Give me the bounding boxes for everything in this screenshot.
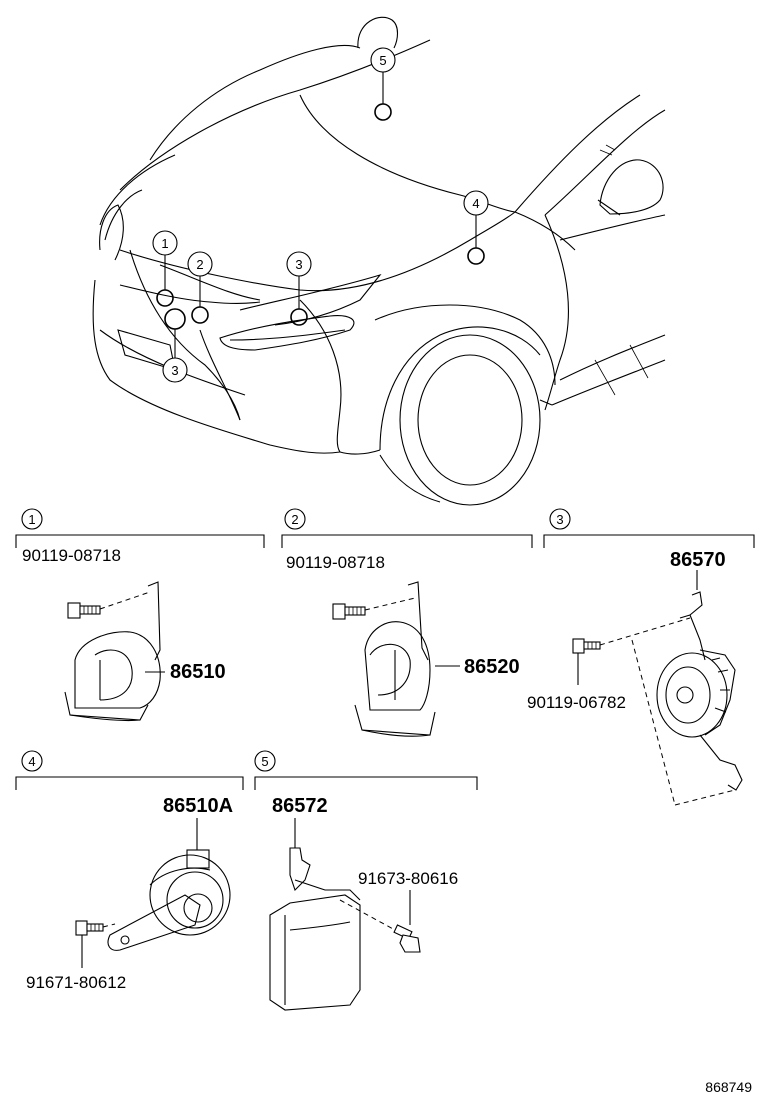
siren-module-icon [269,847,361,1011]
section-3: 3 86570 90119-06782 [527,508,755,806]
section-1: 1 90119-08718 86510 [15,508,265,722]
svg-text:2: 2 [196,257,203,272]
svg-text:4: 4 [472,196,479,211]
bolt-icon [332,597,416,620]
bolt-icon [339,899,421,953]
svg-text:3: 3 [295,257,302,272]
section-2-part-number[interactable]: 86520 [464,656,520,678]
section-1-part-number[interactable]: 86510 [170,661,226,683]
section-4-part-number[interactable]: 86510A [163,795,233,817]
section-5-index: 5 [261,754,268,769]
car-callout-3a[interactable]: 3 [286,251,312,326]
svg-text:1: 1 [161,236,168,251]
horn-icon [656,591,743,791]
section-5-part-number[interactable]: 86572 [272,795,328,817]
section-1-bolt-number[interactable]: 90119-08718 [22,546,121,565]
car-callout-5[interactable]: 5 [370,47,396,121]
bolt-icon [75,920,116,968]
horn-icon [107,849,231,951]
svg-text:3: 3 [171,363,178,378]
car-front-illustration [92,16,666,506]
horn-icon [354,621,436,737]
section-3-part-number[interactable]: 86570 [670,549,726,571]
section-1-index: 1 [28,512,35,527]
car-callout-3b[interactable]: 3 [162,308,188,383]
section-4: 4 86510A 91671-80612 [15,750,244,992]
car-callout-4[interactable]: 4 [463,190,489,265]
section-5: 5 86572 91673-80616 [254,750,478,1011]
section-2: 2 90119-08718 86520 [281,508,533,737]
section-4-index: 4 [28,754,35,769]
section-3-bolt-number[interactable]: 90119-06782 [527,693,626,712]
svg-text:5: 5 [379,53,386,68]
section-5-bolt-number[interactable]: 91673-80616 [358,869,458,888]
section-4-bolt-number[interactable]: 91671-80612 [26,973,126,992]
section-2-bolt-number[interactable]: 90119-08718 [286,553,385,572]
car-callouts: 1 2 3 3 4 [152,47,489,383]
bolt-icon [67,591,151,619]
diagram-id: 868749 [705,1079,752,1095]
car-callout-1[interactable]: 1 [152,230,178,307]
horn-icon [64,631,161,722]
section-3-index: 3 [556,512,563,527]
bolt-icon [572,617,691,685]
car-callout-2[interactable]: 2 [187,251,213,324]
section-2-index: 2 [291,512,298,527]
